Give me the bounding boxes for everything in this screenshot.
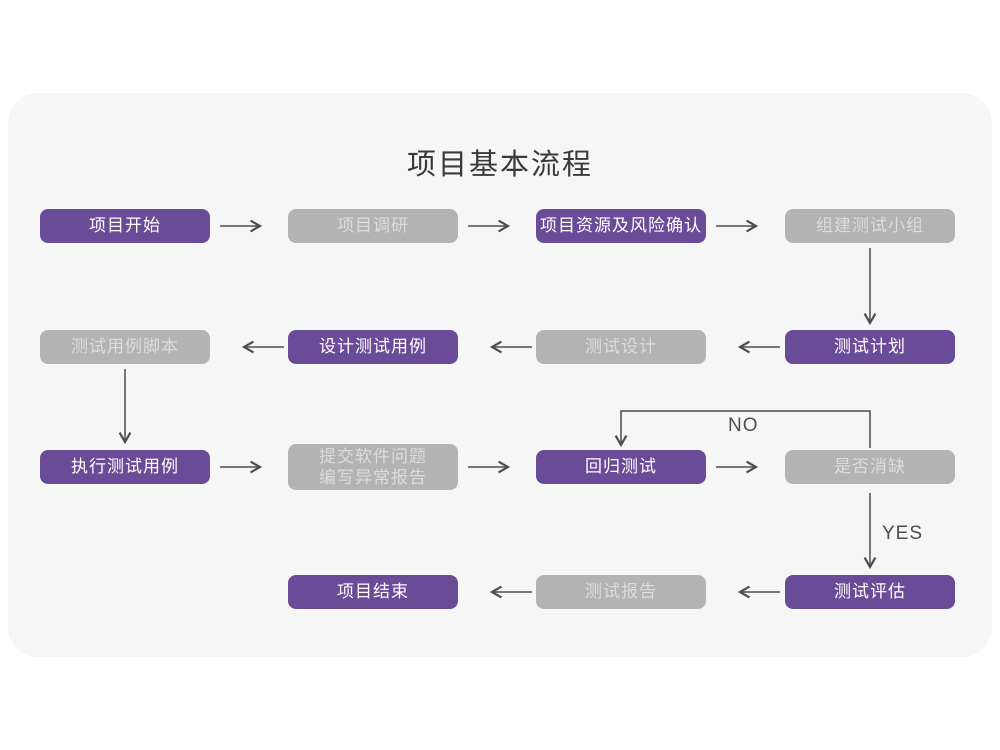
flow-arrows [8,93,992,657]
edge-label-yes: YES [882,523,924,544]
edge-label-no: NO [728,415,759,436]
node-regression-test: 回归测试 [536,450,706,484]
node-test-evaluation: 测试评估 [785,575,955,609]
node-design-test-case: 设计测试用例 [288,330,458,364]
flowchart-card: 项目基本流程 [8,93,992,657]
arrow-no-loop [621,410,871,448]
node-test-report: 测试报告 [536,575,706,609]
node-defect-eliminated: 是否消缺 [785,450,955,484]
node-project-end: 项目结束 [288,575,458,609]
node-form-test-team: 组建测试小组 [785,209,955,243]
page-title: 项目基本流程 [406,149,593,181]
node-test-design: 测试设计 [536,330,706,364]
node-submit-issue-report: 提交软件问题 编写异常报告 [288,444,458,490]
node-test-plan: 测试计划 [785,330,955,364]
node-resources-risk-confirm: 项目资源及风险确认 [536,209,706,243]
node-execute-test-case: 执行测试用例 [40,450,210,484]
node-project-research: 项目调研 [288,209,458,243]
node-test-case-script: 测试用例脚本 [40,330,210,364]
node-project-start: 项目开始 [40,209,210,243]
